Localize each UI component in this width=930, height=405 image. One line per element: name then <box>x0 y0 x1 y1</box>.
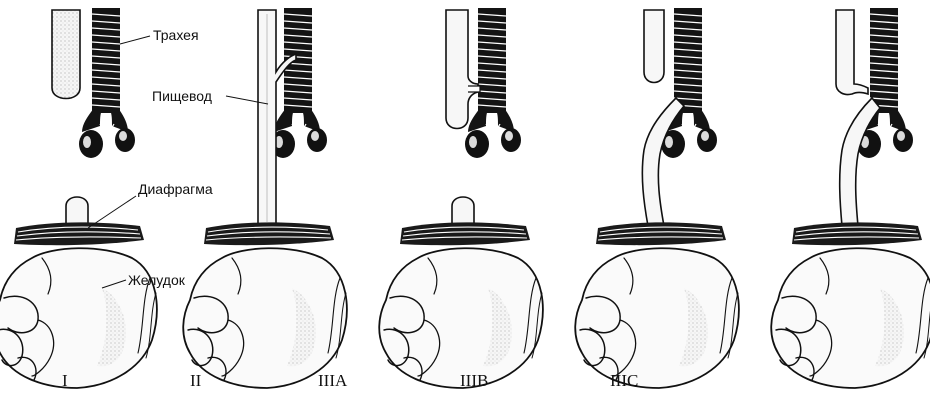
caption-iiic: IIIC <box>610 371 638 390</box>
lower-esophagus-stub <box>451 196 475 227</box>
stomach-leader <box>101 279 127 289</box>
panel-i: Трахея Диафрагма Желудок <box>0 7 213 389</box>
lower-esophagus-fistula <box>838 96 882 227</box>
label-trachea: Трахея <box>153 27 199 43</box>
panel-iiic <box>574 7 740 389</box>
upper-esophagus-pouch <box>51 9 81 100</box>
upper-pouch-with-fistula <box>445 9 479 130</box>
caption-ii: II <box>190 371 202 390</box>
caption-iiia: IIIA <box>318 371 348 390</box>
diaphragm-leader <box>87 195 137 229</box>
label-diaphragm: Диафрагма <box>138 181 213 197</box>
lower-esophagus-stub <box>65 196 89 227</box>
trachea-leader <box>119 35 151 45</box>
label-stomach: Желудок <box>128 272 186 288</box>
esophagus-leader <box>225 95 269 105</box>
caption-i: I <box>62 371 68 390</box>
upper-esophagus-pouch <box>835 9 869 96</box>
panel-iiib <box>378 7 544 389</box>
panel-vi <box>770 7 930 389</box>
label-esophagus: Пищевод <box>152 88 212 104</box>
esophagus-with-fistula <box>257 9 297 227</box>
caption-iiib: IIIB <box>460 371 488 390</box>
upper-esophagus-pouch <box>643 9 665 84</box>
panel-ii: Пищевод <box>152 7 348 389</box>
